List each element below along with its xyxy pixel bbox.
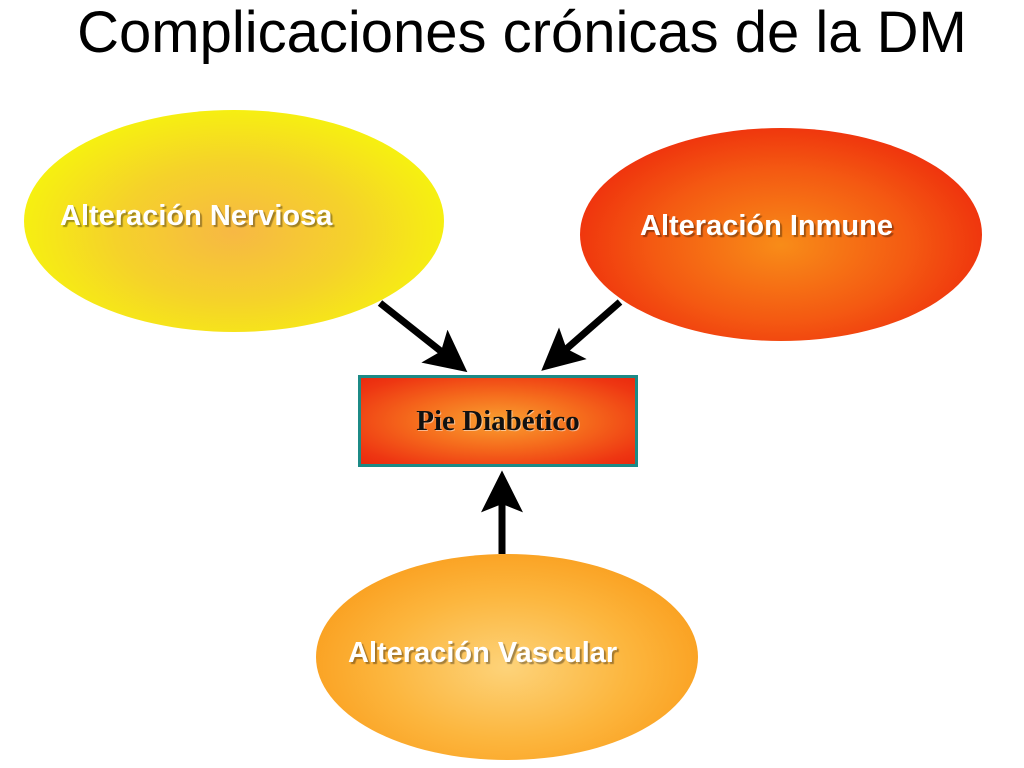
node-alteracion-vascular: Alteración Vascular bbox=[316, 554, 698, 760]
slide-title: Complicaciones crónicas de la DM bbox=[77, 0, 967, 65]
node-label-pie-diabetico: Pie Diabético bbox=[416, 404, 580, 437]
node-alteracion-inmune: Alteración Inmune bbox=[580, 128, 982, 341]
arrow-inmune-to-pie bbox=[541, 299, 623, 371]
node-alteracion-nerviosa: Alteración Nerviosa bbox=[24, 110, 444, 332]
node-pie-diabetico: Pie Diabético bbox=[358, 375, 638, 467]
node-label-inmune: Alteración Inmune bbox=[640, 210, 893, 242]
node-label-vascular: Alteración Vascular bbox=[348, 637, 618, 669]
arrow-nerviosa-to-pie bbox=[377, 300, 468, 373]
node-label-nerviosa: Alteración Nerviosa bbox=[60, 200, 333, 232]
